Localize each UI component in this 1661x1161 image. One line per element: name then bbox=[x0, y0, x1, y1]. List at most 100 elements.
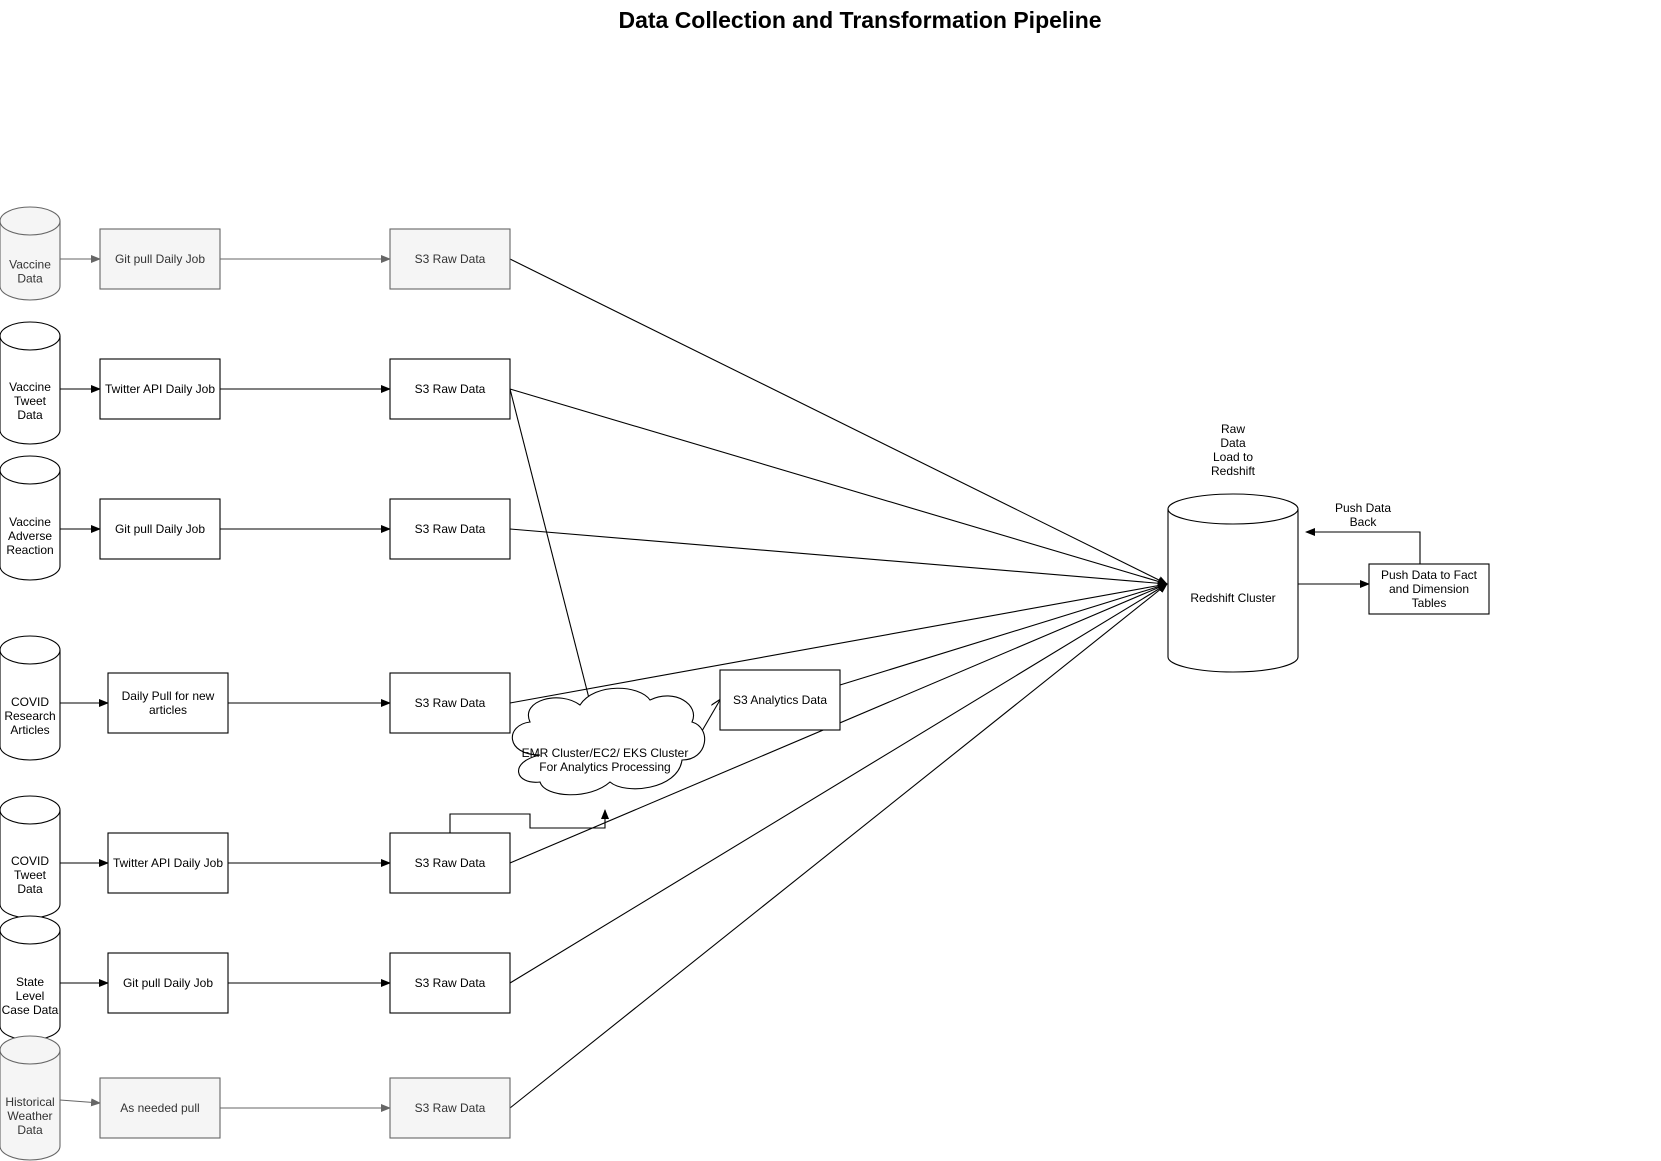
raw-store-box: S3 Raw Data bbox=[389, 1077, 511, 1139]
cylinder-rim bbox=[0, 220, 61, 236]
cylinder-rim bbox=[0, 649, 61, 665]
fact-label: and Dimension bbox=[1389, 582, 1469, 596]
source-label: Historical bbox=[5, 1095, 54, 1109]
cylinder-body bbox=[0, 795, 61, 919]
analytics-store-box: S3 Analytics Data bbox=[719, 669, 841, 731]
source-label: Adverse bbox=[8, 529, 52, 543]
redshift-body bbox=[1167, 493, 1299, 673]
nodes: VaccineDataVaccineTweetDataVaccineAdvers… bbox=[0, 206, 1490, 1161]
source-label: Case Data bbox=[2, 1003, 59, 1017]
push-back-text: Push Data bbox=[1335, 501, 1391, 515]
raw-store-label: S3 Raw Data bbox=[415, 1101, 486, 1115]
cylinder-rim bbox=[0, 469, 61, 485]
cylinder-rim bbox=[0, 1049, 61, 1065]
source-label: Data bbox=[17, 882, 43, 896]
push-back-text: Back bbox=[1350, 515, 1378, 529]
job-label: articles bbox=[149, 703, 187, 717]
cloud-label: EMR Cluster/EC2/ EKS Cluster bbox=[522, 746, 689, 760]
raw-load-text: Redshift bbox=[1211, 464, 1256, 478]
source-label: Tweet bbox=[14, 868, 47, 882]
job-box: Twitter API Daily Job bbox=[107, 832, 229, 894]
source-label: Articles bbox=[10, 723, 49, 737]
raw-load-text: Data bbox=[1220, 436, 1246, 450]
raw-store-label: S3 Raw Data bbox=[415, 252, 486, 266]
job-label: Twitter API Daily Job bbox=[105, 382, 215, 396]
job-rect bbox=[107, 672, 229, 734]
job-rect bbox=[107, 832, 229, 894]
job-rect bbox=[99, 1077, 221, 1139]
fact-label: Push Data to Fact bbox=[1381, 568, 1478, 582]
redshift-label: Redshift Cluster bbox=[1190, 591, 1275, 605]
diagram-title: Data Collection and Transformation Pipel… bbox=[618, 7, 1101, 33]
source-label: Vaccine bbox=[9, 380, 51, 394]
source-label: Reaction bbox=[6, 543, 53, 557]
source-label: Data bbox=[17, 1123, 43, 1137]
analytics-to-redshift-arrow bbox=[839, 582, 1168, 686]
raw-store-label: S3 Raw Data bbox=[415, 976, 486, 990]
edges bbox=[59, 255, 1421, 1112]
raw-store-box: S3 Raw Data bbox=[389, 358, 511, 420]
raw-store-box: S3 Raw Data bbox=[389, 672, 511, 734]
cylinder-body bbox=[0, 455, 61, 581]
job-box: Git pull Daily Job bbox=[107, 952, 229, 1014]
source-label: Level bbox=[16, 989, 45, 1003]
raw-to-redshift-arrow bbox=[509, 583, 1168, 984]
raw-to-cloud-elbow-arrow bbox=[449, 809, 609, 833]
raw-to-redshift-arrow bbox=[509, 581, 1168, 704]
cylinder-rim bbox=[0, 929, 61, 945]
job-rect bbox=[99, 358, 221, 420]
raw-store-box: S3 Raw Data bbox=[389, 228, 511, 290]
job-box: Git pull Daily Job bbox=[99, 228, 221, 290]
cylinder-body bbox=[0, 1035, 61, 1161]
raw-store-rect bbox=[389, 832, 511, 894]
raw-store-rect bbox=[389, 498, 511, 560]
push-back-arrow bbox=[1305, 528, 1421, 564]
source-label: Research bbox=[4, 709, 55, 723]
source-label: COVID bbox=[11, 695, 49, 709]
source-label: Vaccine bbox=[9, 258, 51, 272]
fact-rect bbox=[1368, 563, 1490, 615]
job-box: Twitter API Daily Job bbox=[99, 358, 221, 420]
raw-store-rect bbox=[389, 228, 511, 290]
raw-store-box: S3 Raw Data bbox=[389, 498, 511, 560]
cylinder-rim bbox=[0, 809, 61, 825]
source-to-job-arrow bbox=[59, 1098, 101, 1107]
redshift-rim bbox=[1167, 508, 1299, 525]
raw-to-redshift-arrow bbox=[509, 528, 1168, 588]
raw-to-redshift-arrow bbox=[509, 583, 1168, 1109]
source-label: Data bbox=[17, 272, 43, 286]
cloud-shape bbox=[511, 687, 706, 796]
job-label: Git pull Daily Job bbox=[115, 522, 205, 536]
source-label: Data bbox=[17, 408, 43, 422]
raw-store-label: S3 Raw Data bbox=[415, 696, 486, 710]
job-rect bbox=[99, 228, 221, 290]
job-box: As needed pull bbox=[99, 1077, 221, 1139]
job-label: Git pull Daily Job bbox=[115, 252, 205, 266]
source-label: Vaccine bbox=[9, 515, 51, 529]
source-label: COVID bbox=[11, 854, 49, 868]
raw-store-box: S3 Raw Data bbox=[389, 832, 511, 894]
cylinder-body bbox=[0, 206, 61, 301]
cylinder-body bbox=[0, 635, 61, 761]
raw-to-redshift-arrow bbox=[509, 388, 1168, 586]
raw-store-label: S3 Raw Data bbox=[415, 856, 486, 870]
job-label: As needed pull bbox=[120, 1101, 199, 1115]
analytics-label: S3 Analytics Data bbox=[733, 693, 827, 707]
source-label: State bbox=[16, 975, 44, 989]
raw-store-box: S3 Raw Data bbox=[389, 952, 511, 1014]
raw-store-label: S3 Raw Data bbox=[415, 522, 486, 536]
raw-load-text: Load to bbox=[1213, 450, 1253, 464]
raw-to-redshift-arrow bbox=[509, 258, 1168, 585]
raw-store-rect bbox=[389, 1077, 511, 1139]
